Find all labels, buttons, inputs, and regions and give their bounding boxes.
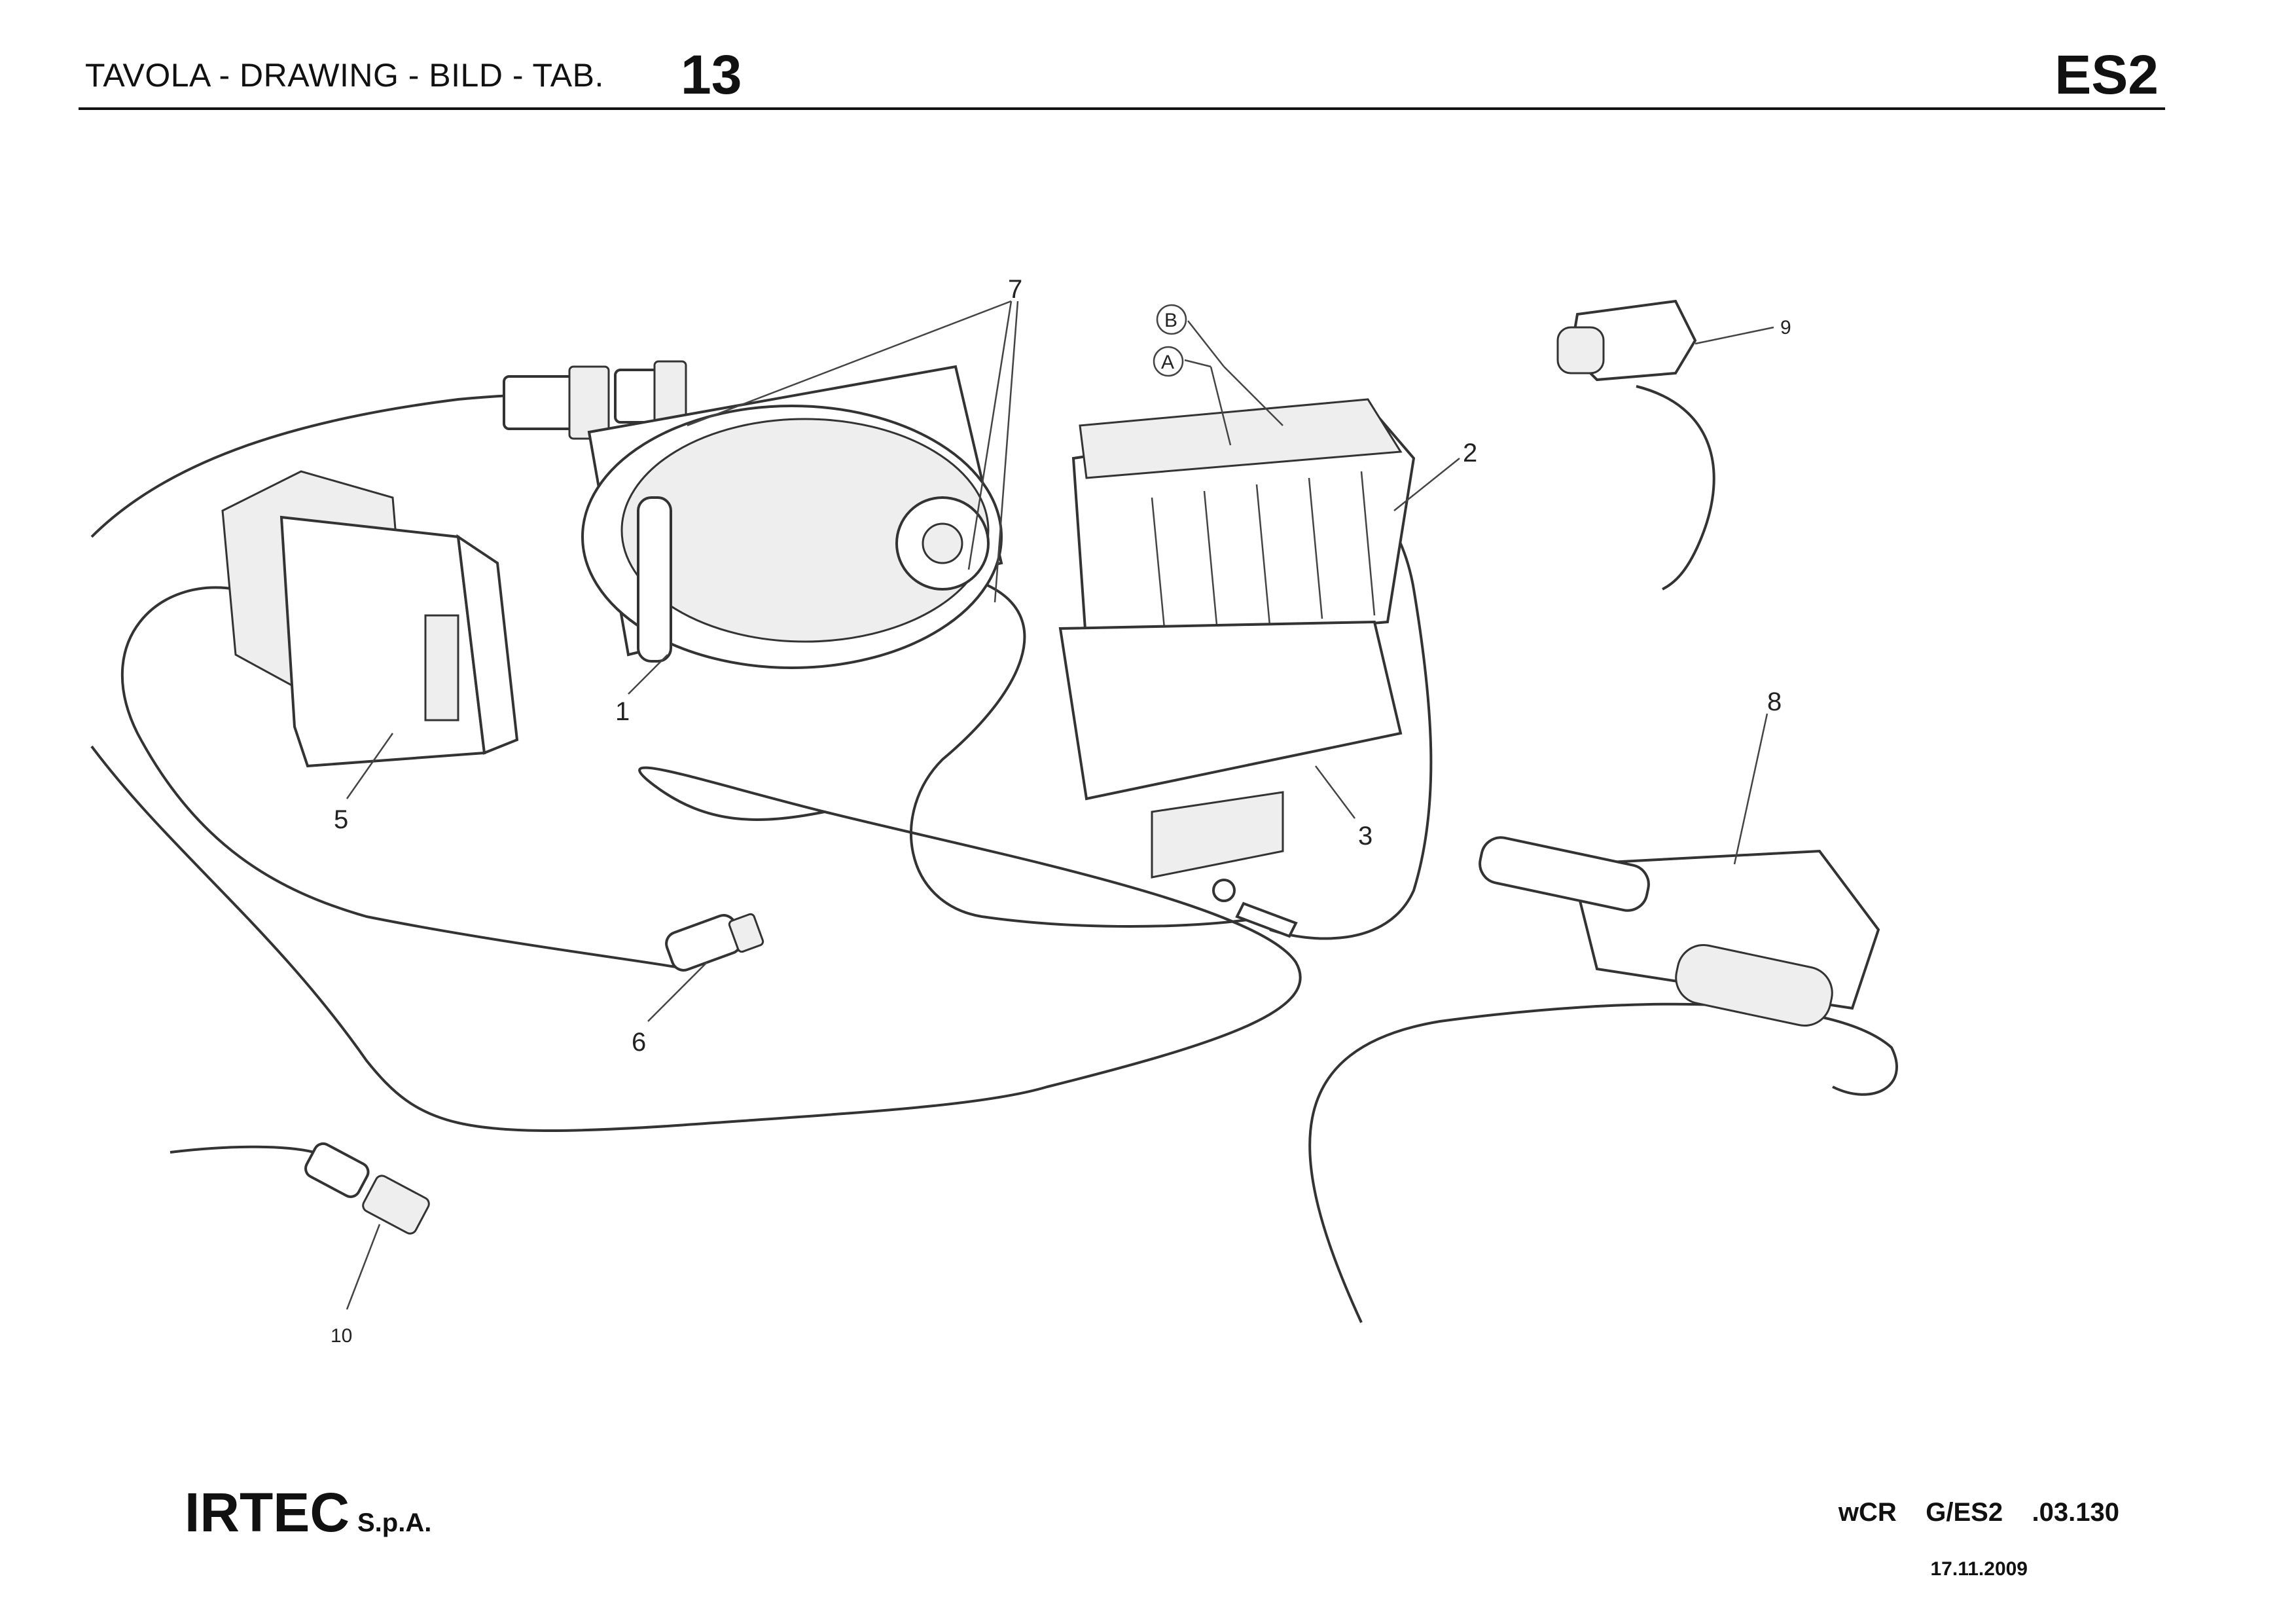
company-suffix: S.p.A. — [357, 1508, 432, 1537]
control-unit-5 — [221, 470, 519, 768]
battery-2 — [1071, 398, 1416, 650]
actuator-cable — [1308, 1002, 1898, 1323]
linear-actuator-8 — [1479, 836, 1880, 1027]
terminal-marker-b-label: B — [1164, 310, 1177, 331]
harness-loop-left — [120, 586, 688, 970]
callout-9: 9 — [1780, 317, 1791, 338]
callout-7: 7 — [1008, 275, 1022, 304]
table-number: 13 — [681, 44, 742, 105]
connector-7 — [503, 360, 687, 440]
document-date: 17.11.2009 — [1930, 1558, 2028, 1580]
terminal-marker-a-label: A — [1161, 352, 1174, 373]
callout-8: 8 — [1767, 687, 1782, 716]
battery-box-3 — [1058, 620, 1403, 938]
model-code: ES2 — [2054, 44, 2159, 105]
sensor-6 — [665, 913, 764, 972]
harness-loop-right — [910, 581, 1270, 928]
motor-housing-1 — [581, 365, 1003, 669]
callout-5: 5 — [334, 805, 348, 834]
harness-lower — [90, 745, 1302, 1132]
pressure-switch-10 — [304, 1142, 430, 1235]
switch-9 — [1556, 299, 1697, 382]
callout-10: 10 — [331, 1325, 352, 1347]
terminal-marker-a: A — [1153, 346, 1184, 377]
callout-3: 3 — [1358, 822, 1372, 850]
terminal-marker-b: B — [1156, 304, 1187, 335]
callout-6: 6 — [632, 1028, 646, 1057]
page-title: TAVOLA - DRAWING - BILD - TAB. — [85, 57, 604, 94]
callout-2: 2 — [1463, 439, 1477, 467]
header-divider — [79, 107, 2165, 110]
company-name: IRTEC — [185, 1482, 350, 1543]
leader-lines — [346, 300, 1774, 1310]
switch-cable — [1636, 385, 1715, 591]
document-code: wCR G/ES2 .03.130 — [1838, 1498, 2119, 1527]
callout-1: 1 — [615, 697, 630, 726]
